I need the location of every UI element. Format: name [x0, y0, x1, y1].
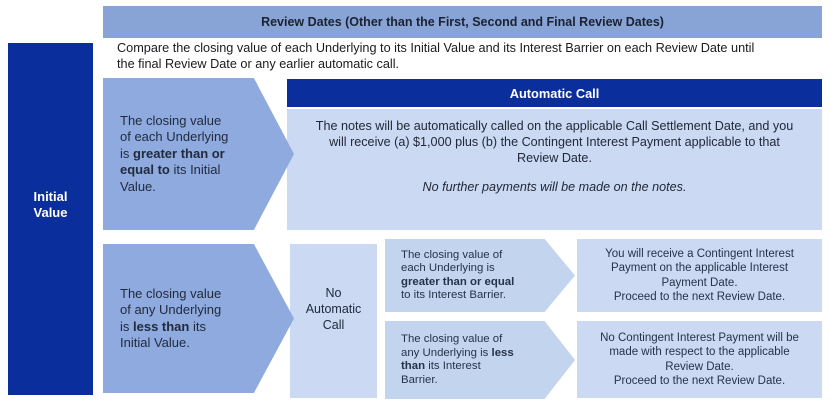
condition-arrow-above-initial-value: The closing value of each Underlying is …	[103, 78, 294, 230]
condition-above-initial-value-text: The closing value of each Underlying is …	[120, 112, 229, 194]
automatic-call-panel: The notes will be automatically called o…	[287, 109, 822, 230]
automatic-call-note: No further payments will be made on the …	[422, 180, 687, 194]
outcome-interest-paid-text: You will receive a Contingent Interest P…	[605, 248, 794, 303]
condition-above-interest-barrier-text: The closing value of each Underlying is …	[401, 248, 515, 302]
condition-below-initial-value-text: The closing value of any Underlying is l…	[120, 285, 222, 351]
outcome-no-interest-text: No Contingent Interest Payment will be m…	[600, 332, 799, 387]
condition-arrow-below-initial-value: The closing value of any Underlying is l…	[103, 244, 294, 393]
automatic-call-header: Automatic Call	[287, 79, 822, 107]
no-automatic-call-box: No Automatic Call	[290, 244, 377, 398]
initial-value-panel: Initial Value	[8, 43, 93, 395]
condition-arrow-below-interest-barrier: The closing value of any Underlying is l…	[385, 321, 575, 399]
title-text: Review Dates (Other than the First, Seco…	[261, 15, 664, 29]
outcome-box-interest-paid: You will receive a Contingent Interest P…	[577, 239, 822, 312]
outcome-box-no-interest: No Contingent Interest Payment will be m…	[577, 321, 822, 398]
automatic-call-title: Automatic Call	[509, 85, 600, 101]
intro-description: Compare the closing value of each Underl…	[117, 41, 755, 71]
condition-arrow-above-interest-barrier: The closing value of each Underlying is …	[385, 239, 575, 312]
title-bar: Review Dates (Other than the First, Seco…	[103, 6, 822, 38]
condition-below-interest-barrier-text: The closing value of any Underlying is l…	[401, 333, 514, 386]
automatic-call-body-text: The notes will be automatically called o…	[315, 119, 794, 165]
